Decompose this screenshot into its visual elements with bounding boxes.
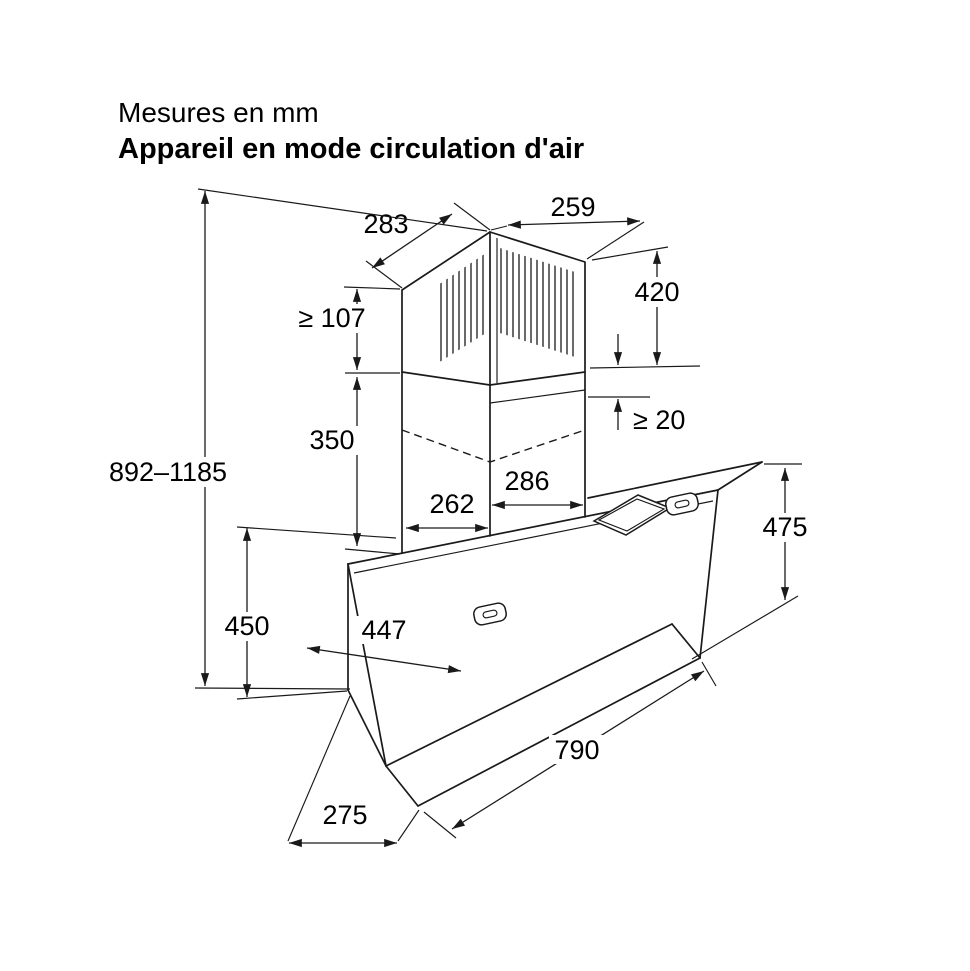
dimension-label: ≥ 20 <box>633 405 685 435</box>
dimension-label: 475 <box>762 512 807 542</box>
glass-left-edge <box>347 563 387 767</box>
extension-line <box>236 526 397 539</box>
air-outlet-opening <box>592 494 672 536</box>
dim-base-width-right: 286 <box>492 466 583 510</box>
bracket-slot <box>482 609 498 619</box>
dimension-label: 447 <box>361 615 406 645</box>
lower-section-top-edge <box>489 389 586 404</box>
dim-min-overlap: ≥ 20 <box>588 334 685 435</box>
dim-upper-duct-height: 420 <box>589 246 701 369</box>
hood-top-front-edge <box>347 489 719 565</box>
label-backdrop <box>549 735 605 764</box>
dimension-label: 790 <box>554 735 599 765</box>
dimension-label: 286 <box>504 466 549 496</box>
extension-line <box>591 246 669 261</box>
label-backdrop <box>757 513 813 542</box>
hood-top-back-edge <box>587 461 763 499</box>
label-backdrop <box>106 457 230 487</box>
dim-chimney-depth-left: 283 <box>363 202 491 289</box>
dimension-label: 262 <box>429 489 474 519</box>
chimney-duct <box>401 231 586 554</box>
dimension-label: 420 <box>634 277 679 307</box>
label-backdrop <box>304 426 360 455</box>
dim-rear-height: 450 <box>219 526 397 700</box>
dim-panel-width: 447 <box>306 615 462 674</box>
extension-line <box>365 260 403 289</box>
glass-bracket-left <box>473 602 507 626</box>
units-note: Mesures en mm <box>118 97 319 128</box>
dim-hood-width: 790 <box>423 661 717 839</box>
extension-line <box>397 809 420 842</box>
inner-duct-dashed-line <box>401 429 586 463</box>
extension-line <box>490 225 508 231</box>
hood-right-edge <box>699 489 719 659</box>
vent-slats-left <box>438 253 486 363</box>
hood-left-bottom-edge <box>347 689 387 767</box>
label-backdrop <box>219 612 275 641</box>
dim-lower-duct-height: 350 <box>304 377 401 555</box>
dimension-line <box>306 645 462 674</box>
bracket-slot <box>674 499 690 509</box>
chimney-seam-left <box>401 371 491 386</box>
dimension-line <box>371 213 453 269</box>
dimension-label: 259 <box>550 192 595 222</box>
label-backdrop <box>356 616 412 644</box>
chimney-left-face-edges <box>401 231 491 554</box>
dim-min-height-upper: ≥ 107 <box>293 286 401 374</box>
extension-line <box>344 548 401 555</box>
label-backdrop <box>629 277 685 307</box>
header: Mesures en mm Appareil en mode circulati… <box>118 94 584 168</box>
label-backdrop <box>293 304 371 333</box>
page-title: Appareil en mode circulation d'air <box>118 133 585 165</box>
dimension-label: 450 <box>224 611 269 641</box>
hood-bottom-right-lip <box>671 623 701 659</box>
dim-base-depth-left: 262 <box>406 489 488 533</box>
chimney-right-face-edges <box>489 231 586 518</box>
dimension-label: ≥ 107 <box>298 303 365 333</box>
vent-slats-right <box>500 248 578 358</box>
extension-line <box>194 687 351 690</box>
dimensions: 283 259 420 <box>106 188 813 848</box>
dimension-label: 892–1185 <box>109 457 227 487</box>
dim-front-height: 475 <box>691 463 813 660</box>
extension-line <box>453 202 491 231</box>
bracket-body <box>665 492 699 516</box>
dimension-label: 275 <box>322 800 367 830</box>
bracket-body <box>473 602 507 626</box>
hood-top-right-edge <box>717 461 763 491</box>
glass-bracket-right <box>665 492 699 516</box>
extension-line <box>691 595 799 660</box>
dim-bottom-depth: 275 <box>287 695 420 848</box>
extension-line <box>343 286 401 290</box>
air-outlet-inner-rim <box>597 498 666 532</box>
dimension-line <box>507 217 641 229</box>
extension-line <box>423 811 457 839</box>
dim-total-height: 892–1185 <box>106 188 488 690</box>
extension-line <box>589 365 701 369</box>
dimension-label: 350 <box>309 425 354 455</box>
hood-bottom-left-lip <box>385 765 419 807</box>
dim-chimney-width-right: 259 <box>490 192 645 260</box>
extension-line <box>586 221 645 260</box>
extension-line <box>287 695 351 842</box>
extension-line <box>197 188 488 232</box>
extension-line <box>236 690 348 700</box>
extension-line <box>701 661 717 687</box>
chimney-seam-right <box>489 371 586 386</box>
